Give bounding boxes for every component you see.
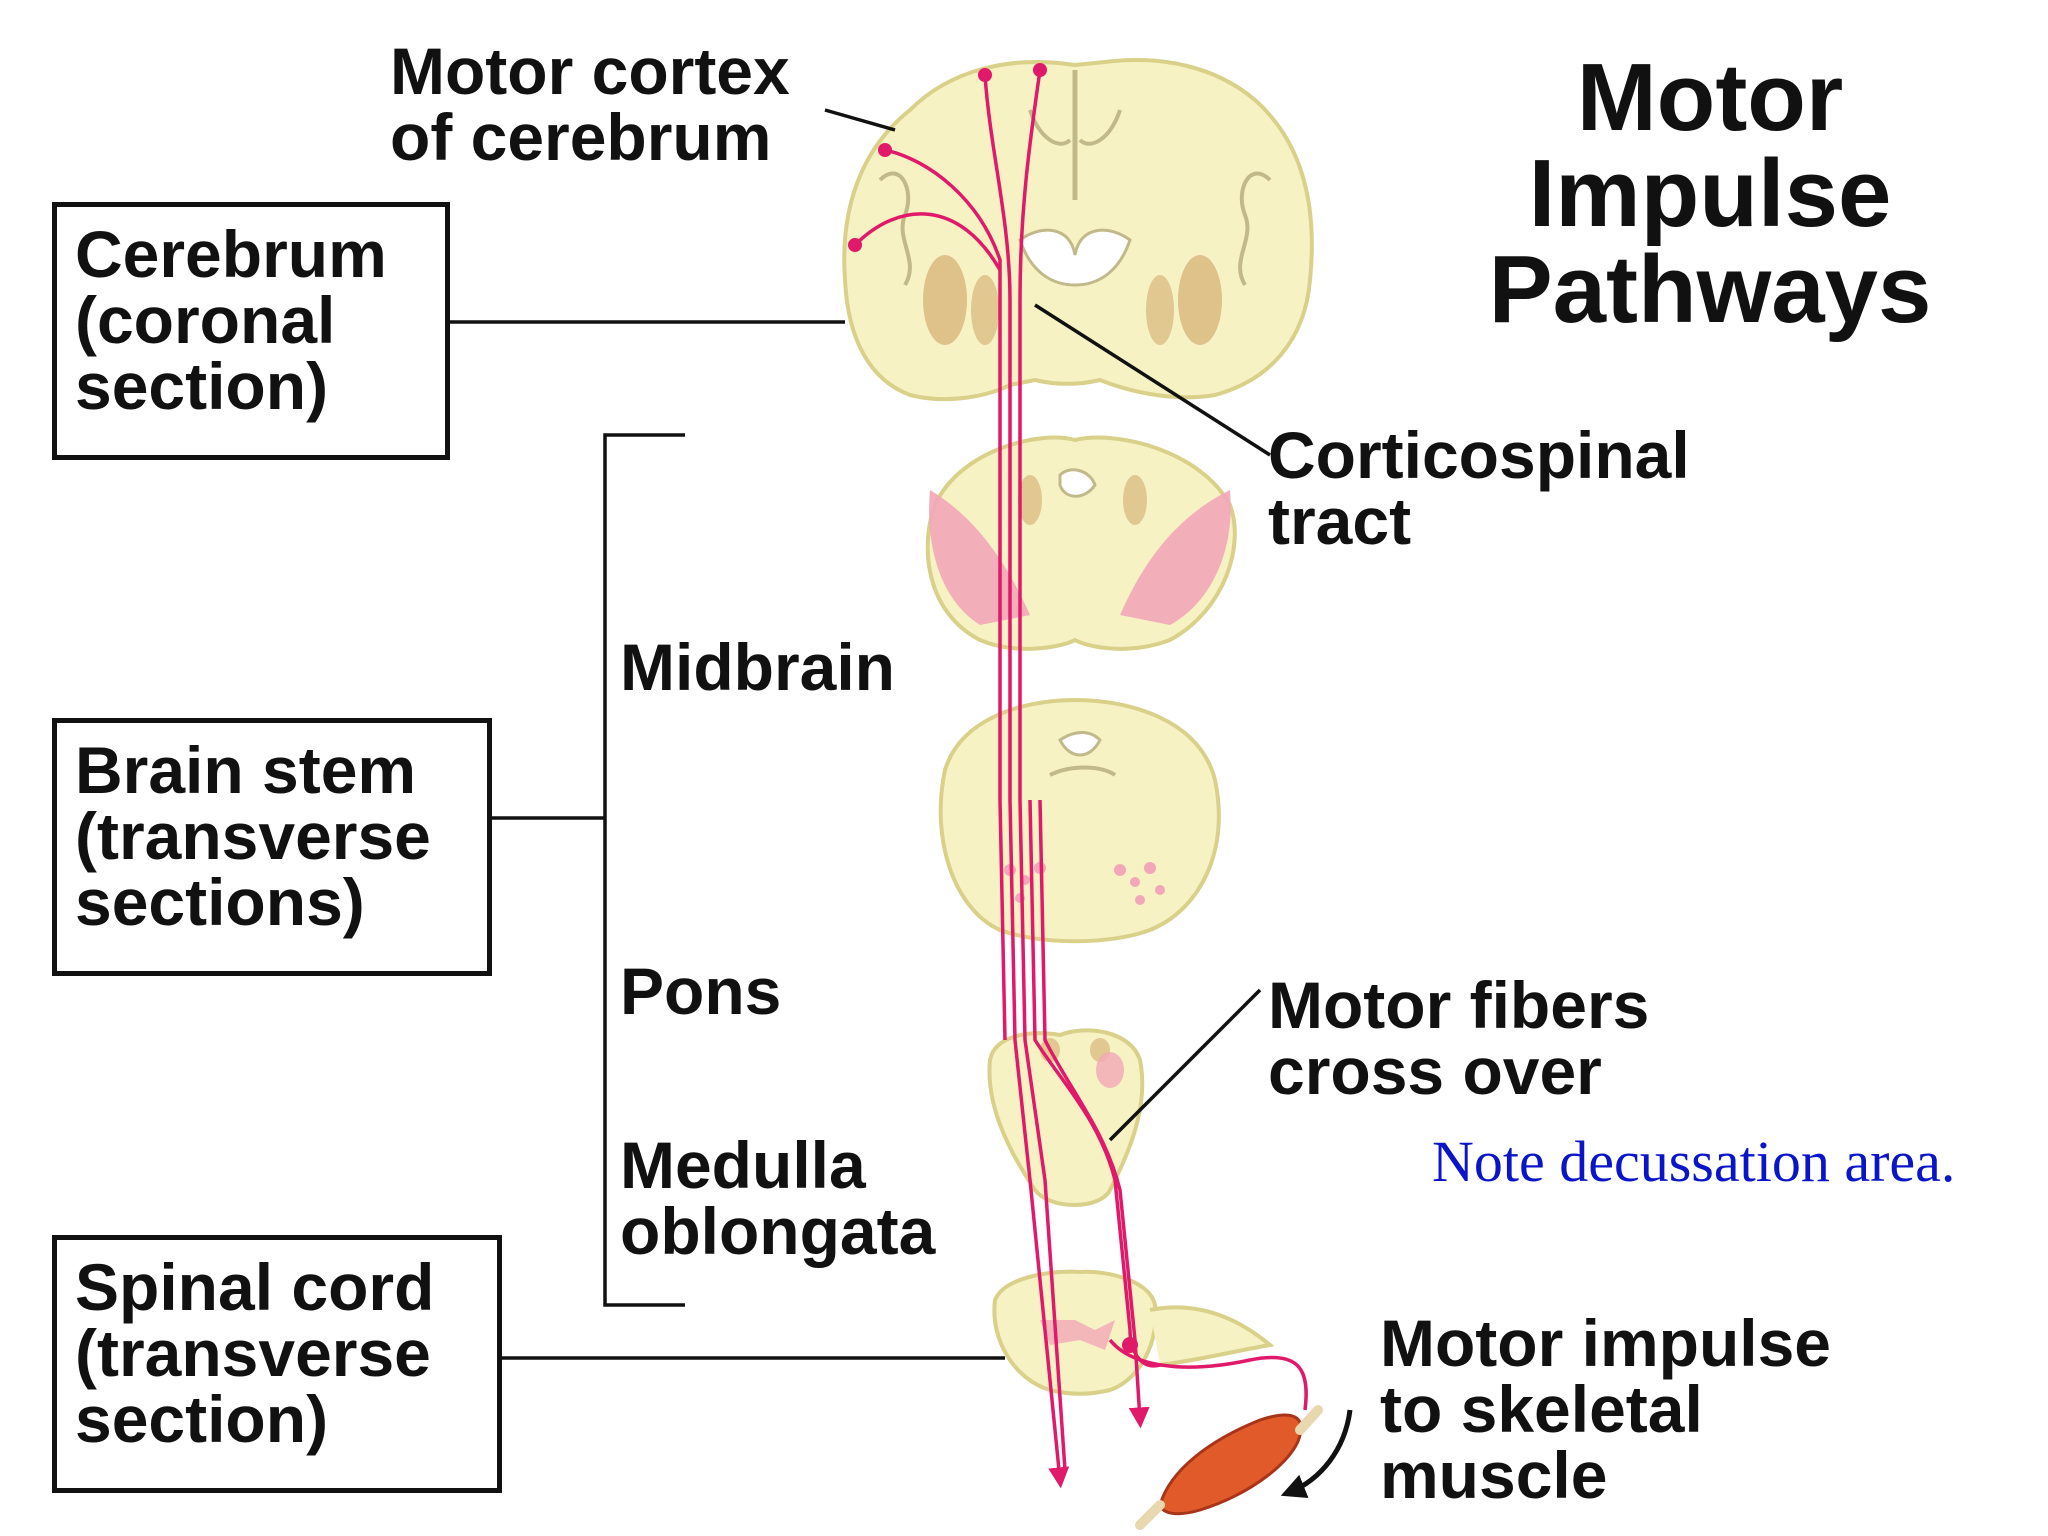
title-line-2: Impulse bbox=[1528, 140, 1892, 247]
box-brain-stem: Brain stem (transverse sections) bbox=[52, 718, 492, 976]
spinal-cord-section bbox=[992, 1269, 1275, 1396]
box-brainstem-line-1: Brain stem bbox=[75, 733, 417, 807]
diagram-title: Motor Impulse Pathways bbox=[1430, 50, 1990, 338]
box-spinal-cord: Spinal cord (transverse section) bbox=[52, 1235, 502, 1493]
label-motor-impulse-line-3: muscle bbox=[1380, 1438, 1608, 1512]
label-motor-cortex-line-2: of cerebrum bbox=[390, 100, 772, 174]
midbrain-section bbox=[925, 435, 1237, 651]
label-motor-fibers-line-2: cross over bbox=[1268, 1034, 1602, 1108]
label-medulla-oblongata: Medulla oblongata bbox=[620, 1132, 935, 1264]
label-midbrain: Midbrain bbox=[620, 630, 895, 704]
box-cerebrum-line-2: (coronal bbox=[75, 283, 336, 357]
corticospinal-fibers bbox=[853, 69, 1308, 1489]
neuron-cell-bodies bbox=[848, 63, 1138, 1353]
leader-lines bbox=[445, 108, 1353, 1499]
label-motor-fibers: Motor fibers cross over bbox=[1268, 972, 1649, 1104]
label-corticospinal-line-1: Corticospinal bbox=[1268, 418, 1690, 492]
box-cerebrum-line-3: section) bbox=[75, 349, 329, 423]
box-spinalcord-line-1: Spinal cord bbox=[75, 1250, 435, 1324]
note-decussation: Note decussation area. bbox=[1432, 1129, 1956, 1194]
medulla-section bbox=[987, 1028, 1145, 1207]
label-motor-cortex: Motor cortex of cerebrum bbox=[390, 38, 790, 170]
label-motor-impulse-line-2: to skeletal bbox=[1380, 1372, 1703, 1446]
skeletal-muscle bbox=[1135, 1405, 1323, 1530]
box-cerebrum: Cerebrum (coronal section) bbox=[52, 202, 450, 460]
label-medulla-line-1: Medulla bbox=[620, 1128, 866, 1202]
label-motor-cortex-line-1: Motor cortex bbox=[390, 34, 790, 108]
label-pons: Pons bbox=[620, 954, 782, 1028]
title-line-3: Pathways bbox=[1488, 236, 1932, 343]
box-spinalcord-line-3: section) bbox=[75, 1382, 329, 1456]
label-corticospinal-tract: Corticospinal tract bbox=[1268, 422, 1690, 554]
box-spinalcord-line-2: (transverse bbox=[75, 1316, 431, 1390]
title-line-1: Motor bbox=[1576, 44, 1844, 151]
label-motor-impulse: Motor impulse to skeletal muscle bbox=[1380, 1310, 1831, 1508]
pons-section bbox=[938, 697, 1221, 944]
label-motor-impulse-line-1: Motor impulse bbox=[1380, 1306, 1832, 1380]
cerebrum-section bbox=[842, 58, 1314, 402]
box-cerebrum-line-1: Cerebrum bbox=[75, 217, 387, 291]
label-corticospinal-line-2: tract bbox=[1268, 484, 1412, 558]
label-medulla-line-2: oblongata bbox=[620, 1194, 936, 1268]
label-motor-fibers-line-1: Motor fibers bbox=[1268, 968, 1650, 1042]
box-brainstem-line-2: (transverse bbox=[75, 799, 431, 873]
box-brainstem-line-3: sections) bbox=[75, 865, 365, 939]
